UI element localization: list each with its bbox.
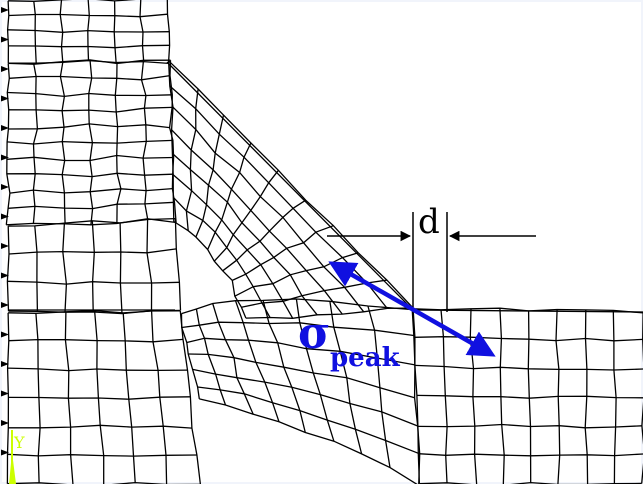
right-base-block-line xyxy=(418,453,643,457)
right-base-block-line xyxy=(527,310,532,483)
middle-left-block-line xyxy=(7,280,180,285)
upper-left-block-line xyxy=(59,61,66,224)
upper-stem-line xyxy=(8,59,169,65)
core-region-line xyxy=(192,368,418,427)
constraint-arrow xyxy=(1,331,9,338)
upper-left-block-line xyxy=(6,172,173,178)
upper-left-block-line xyxy=(7,91,173,98)
core-region-line xyxy=(188,353,415,399)
core-region-line xyxy=(197,386,420,455)
middle-left-block-line xyxy=(119,222,123,314)
y-axis-triad xyxy=(9,452,16,484)
boundary-constraints xyxy=(1,7,9,456)
core-region-line xyxy=(234,300,280,423)
constraint-arrow xyxy=(1,243,9,249)
notch-outline xyxy=(166,61,643,313)
constraint-arrow xyxy=(1,36,9,43)
constraint-arrow xyxy=(1,302,9,308)
lower-left-block-line xyxy=(7,481,201,484)
lower-left-block-line xyxy=(7,453,197,457)
constraint-arrow xyxy=(1,184,9,190)
middle-left-block-line xyxy=(8,248,177,255)
upper-stem-line xyxy=(166,0,171,64)
constraint-arrow xyxy=(1,95,9,102)
core-region-line xyxy=(199,398,418,484)
fan-region-line xyxy=(234,252,359,297)
middle-left-block-line xyxy=(174,218,182,311)
peak-stress-arrow xyxy=(328,261,496,357)
fan-region-line xyxy=(195,114,225,238)
upper-stem-line xyxy=(8,13,168,18)
fan-region-line xyxy=(167,60,175,222)
upper-stem-line xyxy=(33,1,37,64)
middle-left-block-line xyxy=(91,220,95,313)
fan-region-line xyxy=(232,225,334,281)
lower-left-block-line xyxy=(8,338,184,343)
dimension-label: d xyxy=(418,202,440,242)
middle-left-block-line xyxy=(6,226,10,312)
middle-left-block-line xyxy=(8,217,176,227)
fan-region-line xyxy=(173,220,247,319)
axis-y-label: Y xyxy=(13,433,25,452)
fan-region-line xyxy=(168,60,414,309)
upper-left-block-line xyxy=(5,63,11,225)
fan-region-line xyxy=(185,88,199,231)
lower-left-block-line xyxy=(93,310,105,484)
constraint-arrow xyxy=(1,213,9,220)
constraint-arrow xyxy=(1,390,9,397)
upper-stem-line xyxy=(59,0,64,63)
middle-left-block-line xyxy=(34,225,39,312)
fan-region-line xyxy=(172,196,271,318)
lower-left-block-line xyxy=(7,367,188,372)
lower-left-block-line xyxy=(8,310,181,314)
upper-left-block-line xyxy=(8,201,175,210)
right-base-block-line xyxy=(417,423,642,429)
upper-left-block-line xyxy=(140,60,149,219)
fan-region-line xyxy=(171,129,343,315)
upper-left-block-line xyxy=(8,59,171,65)
upper-left-block-line xyxy=(8,106,173,113)
upper-stem-line xyxy=(139,0,145,62)
right-base-block-line xyxy=(416,394,643,399)
constraint-arrow xyxy=(1,420,9,426)
constraint-arrow xyxy=(1,66,9,72)
core-region-line xyxy=(212,303,254,415)
constraint-arrow xyxy=(1,7,9,13)
lower-left-block-line xyxy=(6,312,10,484)
lower-left-block-line xyxy=(122,312,136,483)
fan-region-line xyxy=(213,169,279,262)
upper-stem-line xyxy=(7,29,170,33)
stress-subscript: peak xyxy=(330,343,401,373)
constraint-arrow xyxy=(1,125,9,131)
upper-stem-line xyxy=(8,44,170,49)
stress-symbol: σ xyxy=(298,308,330,359)
upper-left-block-line xyxy=(6,218,177,226)
fan-region-line xyxy=(172,106,365,313)
fan-region-line xyxy=(172,174,294,319)
constraint-arrow xyxy=(1,361,9,367)
mesh-lines xyxy=(5,0,643,484)
middle-left-block-line xyxy=(146,219,153,311)
fan-region-line xyxy=(171,153,318,316)
upper-stem-line xyxy=(8,0,136,2)
lower-left-block-line xyxy=(8,424,192,429)
upper-left-block-line xyxy=(8,123,170,130)
lower-left-block-line xyxy=(8,396,191,400)
fan-region-line xyxy=(222,199,307,272)
right-base-block-line xyxy=(414,364,643,371)
constraint-arrow xyxy=(1,449,9,456)
constraint-arrow xyxy=(1,272,9,279)
upper-left-block-line xyxy=(7,139,173,145)
upper-left-block-line xyxy=(9,187,173,194)
fan-region-line xyxy=(207,142,252,250)
upper-left-block-line xyxy=(9,74,171,81)
constraint-arrow xyxy=(1,154,9,161)
middle-left-block-line xyxy=(62,223,68,313)
upper-left-block-line xyxy=(6,154,174,162)
